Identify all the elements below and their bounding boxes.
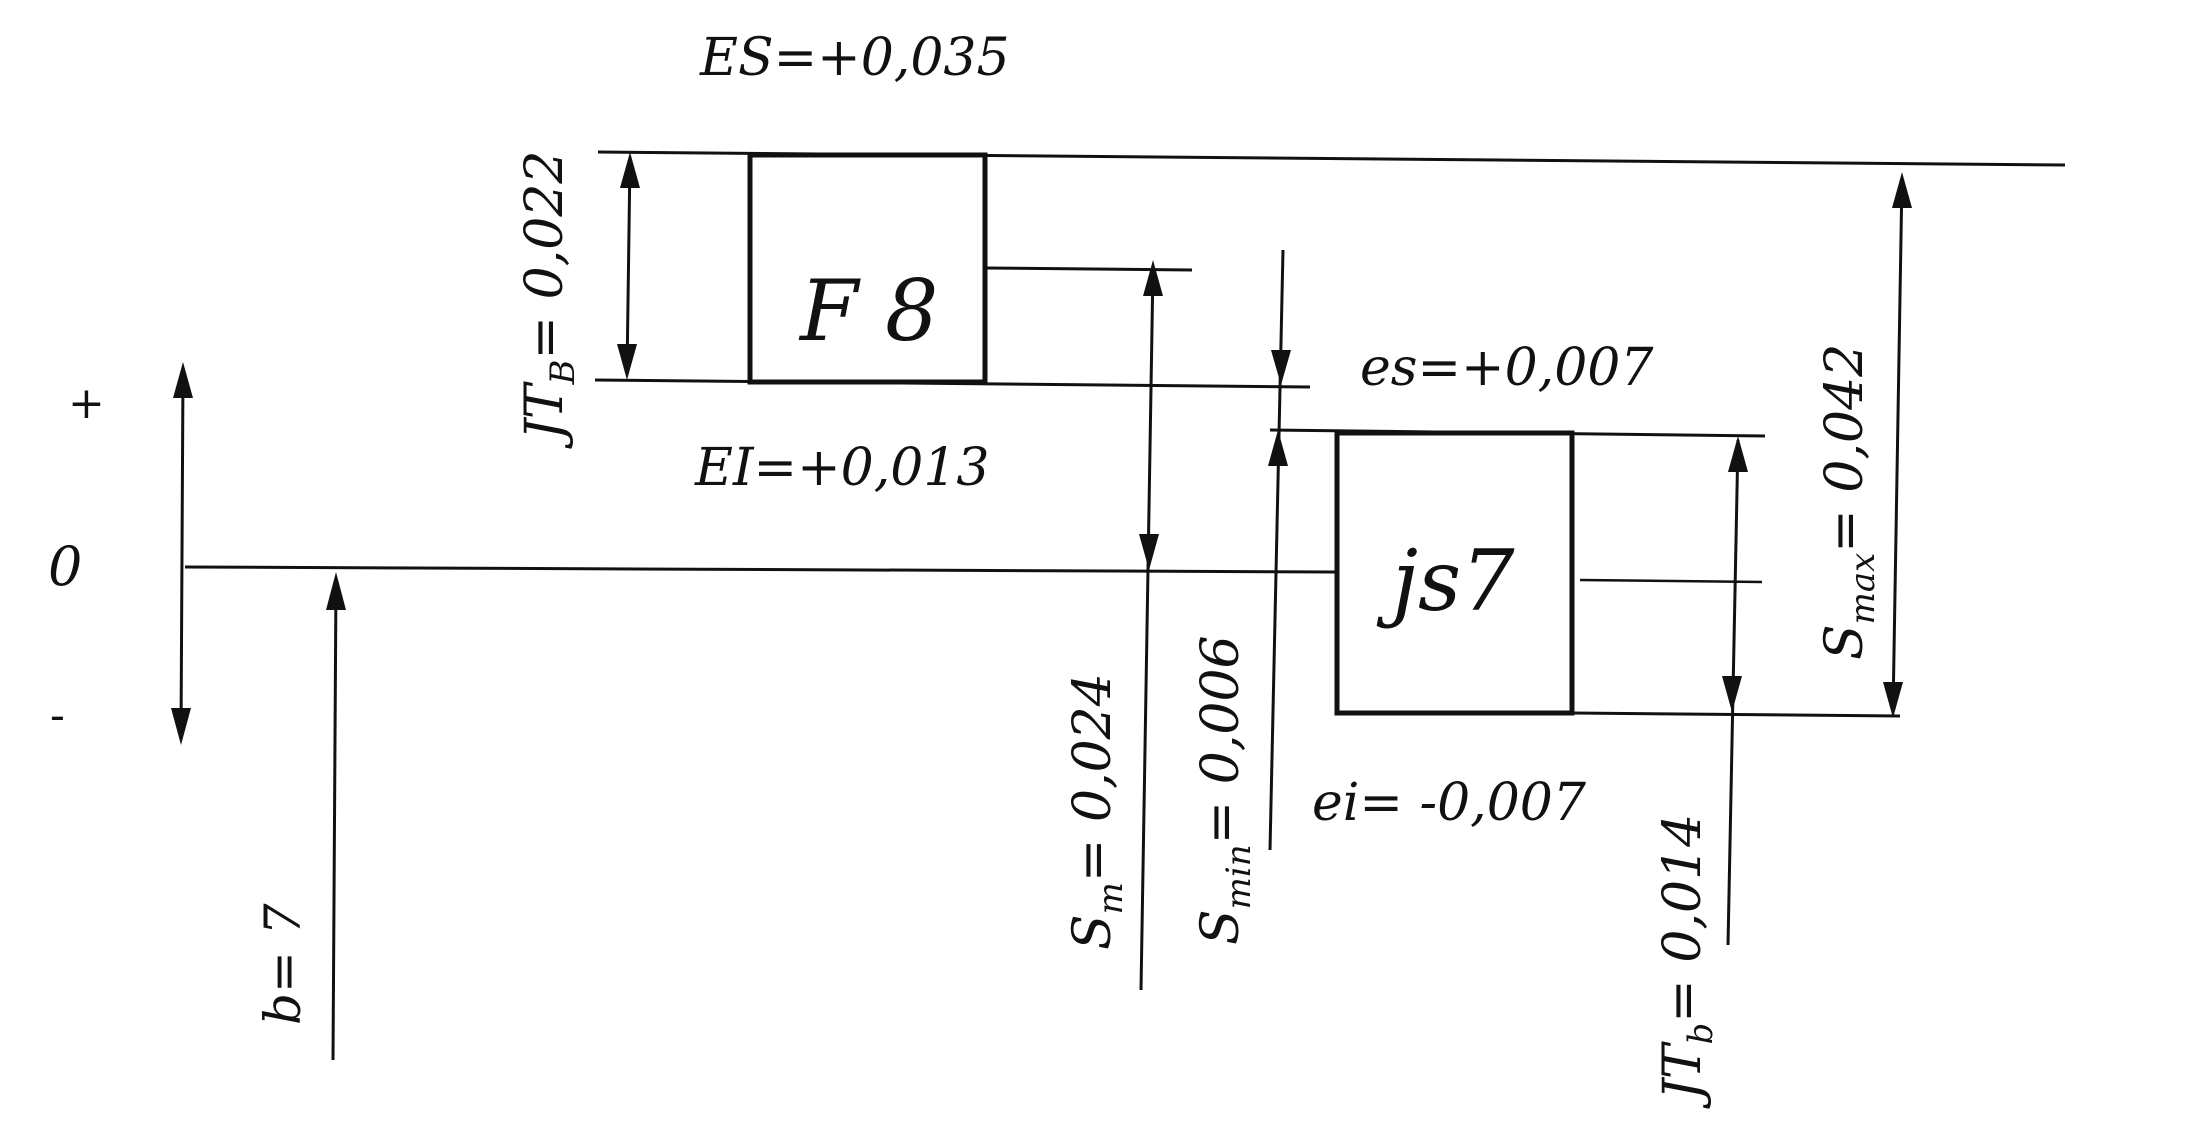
b-dimension-line (331, 579, 338, 1061)
smax-arrowhead-down (1883, 682, 1903, 718)
smin-arrowhead-down (1271, 350, 1291, 385)
shaft-tolerance-arrowhead-down (1722, 676, 1742, 712)
shaft-tolerance-zone (1334, 430, 1575, 716)
smax-arrowhead-up (1892, 172, 1912, 208)
sm-arrowhead-up (1143, 260, 1163, 296)
shaft-tolerance-arrowhead-up (1728, 436, 1748, 472)
ei-shaft-label: ei= -0,007 (1312, 773, 1587, 833)
smax-label: Smax= 0,042 (1815, 344, 1883, 660)
smin-dimension-line (1268, 249, 1285, 851)
sm-arrowhead-down (1139, 534, 1159, 570)
zero-label: 0 (48, 535, 82, 598)
smin-arrowhead-up (1268, 430, 1288, 466)
ei-hole-label: EI=+0,013 (694, 438, 990, 498)
minus-sign: - (50, 690, 65, 741)
hole-zone-label: F 8 (798, 262, 938, 360)
hole-tolerance-label: JTB= 0,022 (515, 150, 583, 449)
es-shaft-label: es=+0,007 (1360, 338, 1654, 398)
sign-axis-arrowhead-up (173, 362, 193, 398)
hole-tolerance-dimension (625, 157, 632, 375)
hole-midline (984, 266, 1193, 272)
zero-line (184, 565, 1336, 574)
sm-dimension-line (1139, 267, 1155, 991)
sm-label: Sm= 0,024 (1063, 673, 1131, 950)
zero-line-extension (1579, 578, 1763, 584)
b-label: b= 7 (254, 903, 312, 1025)
b-arrowhead (326, 572, 346, 610)
ei-shaft-line (1571, 711, 1901, 718)
hole-tolerance-arrowhead-down (617, 344, 637, 380)
shaft-zone-label: js7 (1376, 532, 1515, 630)
sign-axis-arrowhead-down (171, 708, 191, 745)
sign-axis-arrow (179, 371, 185, 736)
shaft-tolerance-label: JTb= 0,014 (1653, 814, 1721, 1109)
smin-label: Smin= 0,006 (1191, 635, 1259, 945)
plus-sign: + (68, 378, 105, 429)
smax-dimension-line (1891, 177, 1904, 713)
es-hole-label: ES=+0,035 (699, 28, 1010, 88)
hole-tolerance-arrowhead-up (620, 152, 640, 188)
